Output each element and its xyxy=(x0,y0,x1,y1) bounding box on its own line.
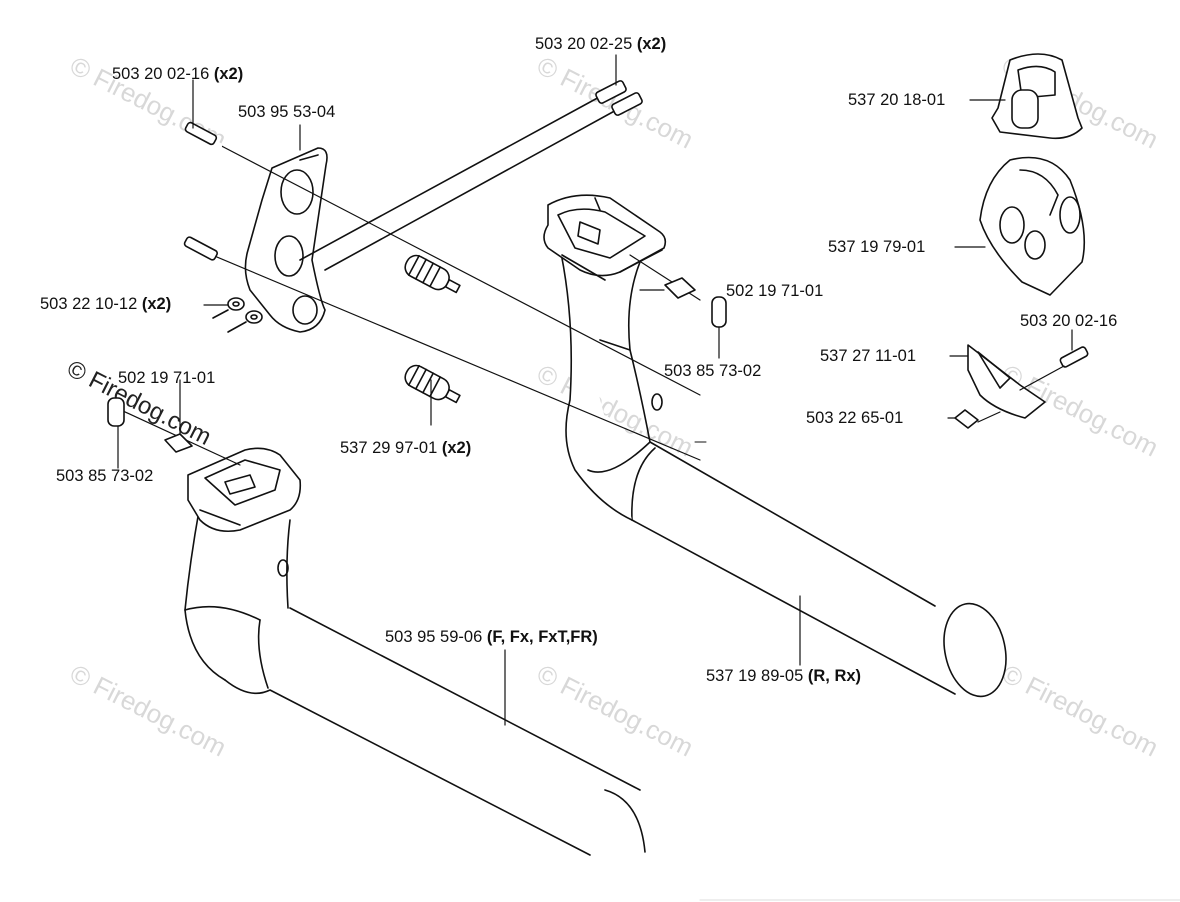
leader-lines xyxy=(117,54,1073,726)
label-clamp: 537 27 11-01 xyxy=(820,347,917,365)
right-handle-tube xyxy=(543,194,1007,698)
label-washer: 503 22 10-12 (x2) xyxy=(40,295,172,313)
label-clamp-screw: 503 20 02-16 xyxy=(1020,312,1118,330)
right-nut-sleeve xyxy=(629,254,727,328)
label-bracket: 503 95 53-04 xyxy=(238,103,336,121)
dampers xyxy=(404,254,461,404)
left-handle-tube xyxy=(184,447,646,860)
label-damper: 537 29 97-01 (x2) xyxy=(340,439,472,457)
label-bolt-top: 503 20 02-25 (x2) xyxy=(535,35,667,53)
long-bolts xyxy=(299,80,643,271)
guard-mid xyxy=(979,156,1086,296)
label-sleeve-right: 503 85 73-02 xyxy=(664,362,762,380)
label-nut-right: 502 19 71-01 xyxy=(726,282,824,300)
guard-top xyxy=(991,53,1083,140)
label-guard-top: 537 20 18-01 xyxy=(848,91,946,109)
bracket xyxy=(244,147,328,333)
label-sleeve-left: 503 85 73-02 xyxy=(56,467,154,485)
label-guard-mid: 537 19 79-01 xyxy=(828,238,926,256)
label-handle-right: 537 19 89-05 (R, Rx) xyxy=(706,667,862,685)
label-clamp-nut: 503 22 65-01 xyxy=(806,409,904,427)
label-bolt-left: 503 20 02-16 (x2) xyxy=(112,65,244,83)
clamp xyxy=(954,344,1089,429)
label-handle-left: 503 95 59-06 (F, Fx, FxT,FR) xyxy=(385,628,598,646)
label-nut-left: 502 19 71-01 xyxy=(118,369,216,387)
washers xyxy=(212,297,263,333)
axis-lines xyxy=(183,121,701,461)
left-nut-sleeve xyxy=(107,397,241,466)
